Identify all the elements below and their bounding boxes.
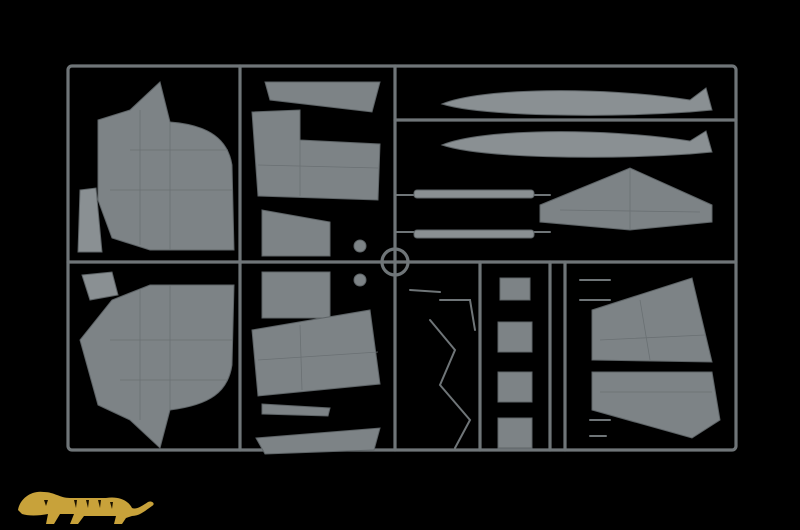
pylon-2 bbox=[413, 229, 535, 239]
sprue-tab-upper bbox=[353, 239, 367, 253]
landing-gear-parts bbox=[409, 277, 611, 449]
gear-door-3 bbox=[497, 371, 533, 403]
sprue-hub-ring bbox=[380, 247, 410, 277]
gear-strut-1 bbox=[429, 319, 472, 449]
gear-strut-2 bbox=[409, 289, 476, 331]
wing-section-b bbox=[261, 209, 331, 257]
gear-door-1 bbox=[499, 277, 531, 301]
wing-lower-right bbox=[591, 371, 721, 439]
wing-section-a bbox=[251, 109, 381, 201]
bracket-part bbox=[81, 271, 119, 301]
wing-panels-left bbox=[251, 81, 381, 455]
outer-runner bbox=[66, 64, 738, 452]
sprue-tab-lower bbox=[353, 273, 367, 287]
drop-tank-2 bbox=[440, 130, 713, 158]
wing-upper-right bbox=[591, 277, 713, 363]
gear-door-4 bbox=[497, 417, 533, 449]
strake-part bbox=[261, 403, 331, 417]
wing-section-d bbox=[251, 309, 381, 397]
flap-lower bbox=[255, 427, 381, 455]
gear-door-2 bbox=[497, 321, 533, 353]
flap-upper bbox=[264, 81, 381, 113]
pylon-1 bbox=[413, 189, 535, 199]
tiger-icon bbox=[18, 491, 154, 524]
stabilator-part bbox=[539, 167, 713, 231]
pylons bbox=[413, 189, 535, 239]
sprue-frame bbox=[66, 64, 738, 452]
fuselage-half-lower bbox=[79, 271, 235, 449]
logo bbox=[14, 484, 164, 524]
fuselage-half-upper bbox=[77, 81, 235, 253]
drop-tank-1 bbox=[440, 87, 713, 116]
wing-section-c bbox=[261, 271, 331, 319]
wing-half-right bbox=[591, 277, 721, 439]
small-parts bbox=[579, 279, 611, 437]
small-fin-part bbox=[77, 187, 103, 253]
drop-tanks bbox=[440, 87, 713, 158]
